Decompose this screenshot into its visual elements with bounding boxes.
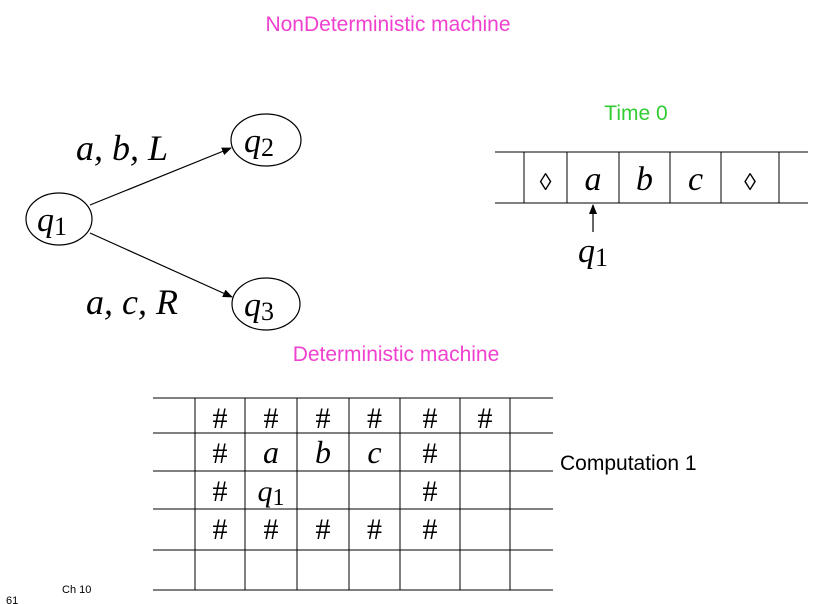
slide-title: NonDeterministic machine bbox=[265, 13, 510, 36]
tape-cell-symbol: c bbox=[688, 161, 703, 198]
transition-q1-q2-label: a, b, L bbox=[76, 128, 168, 168]
state-q3-label: q3 bbox=[244, 287, 274, 326]
grid-cell-symbol: # bbox=[423, 513, 438, 546]
grid-cell-symbol: # bbox=[213, 402, 228, 435]
grid-cell-symbol: q1 bbox=[258, 475, 285, 511]
grid-cell-symbol: # bbox=[423, 437, 438, 470]
grid-cell-symbol: # bbox=[367, 513, 382, 546]
transition-q1-q3-label: a, c, R bbox=[86, 282, 178, 322]
state-q1-label: q1 bbox=[37, 202, 67, 241]
grid-cell-symbol: # bbox=[213, 475, 228, 508]
transition-q1-q2-arrow bbox=[89, 147, 232, 206]
tape-head-state: q1 bbox=[578, 233, 608, 272]
footer-page: 61 bbox=[6, 595, 18, 604]
time-label: Time 0 bbox=[604, 102, 667, 125]
grid-cell-symbol: # bbox=[478, 402, 493, 435]
grid-cell-symbol: # bbox=[213, 437, 228, 470]
grid-cell-symbol: # bbox=[367, 402, 382, 435]
state-q2-label: q2 bbox=[244, 123, 274, 162]
tape-cell-symbol: b bbox=[636, 161, 653, 198]
state-q1-circle bbox=[25, 192, 93, 246]
tape-cell-symbol: ◊ bbox=[540, 170, 552, 196]
grid-cell-symbol: # bbox=[264, 402, 279, 435]
grid-cell-symbol: # bbox=[316, 402, 331, 435]
grid-cell-symbol: # bbox=[213, 513, 228, 546]
tape-cell-symbol: a bbox=[585, 161, 602, 198]
tape-cell-symbol: ◊ bbox=[744, 170, 756, 196]
grid-cell-symbol: # bbox=[316, 513, 331, 546]
deterministic-title: Deterministic machine bbox=[293, 343, 500, 366]
grid-cell-symbol: c bbox=[367, 434, 381, 470]
grid-cell-symbol: # bbox=[423, 402, 438, 435]
grid-cell-symbol: b bbox=[315, 434, 331, 470]
state-q3-circle bbox=[231, 277, 301, 331]
grid-cell-symbol: a bbox=[263, 434, 279, 470]
footer-chapter: Ch 10 bbox=[62, 584, 91, 596]
state-q2-circle bbox=[230, 113, 302, 167]
grid-cell-symbol: # bbox=[264, 513, 279, 546]
grid-cell-symbol: # bbox=[423, 475, 438, 508]
computation-label: Computation 1 bbox=[560, 452, 697, 475]
transition-q1-q3-arrow bbox=[89, 232, 233, 298]
state-diagram: q1 q2 q3 a, b, L a, c, R bbox=[25, 113, 302, 331]
